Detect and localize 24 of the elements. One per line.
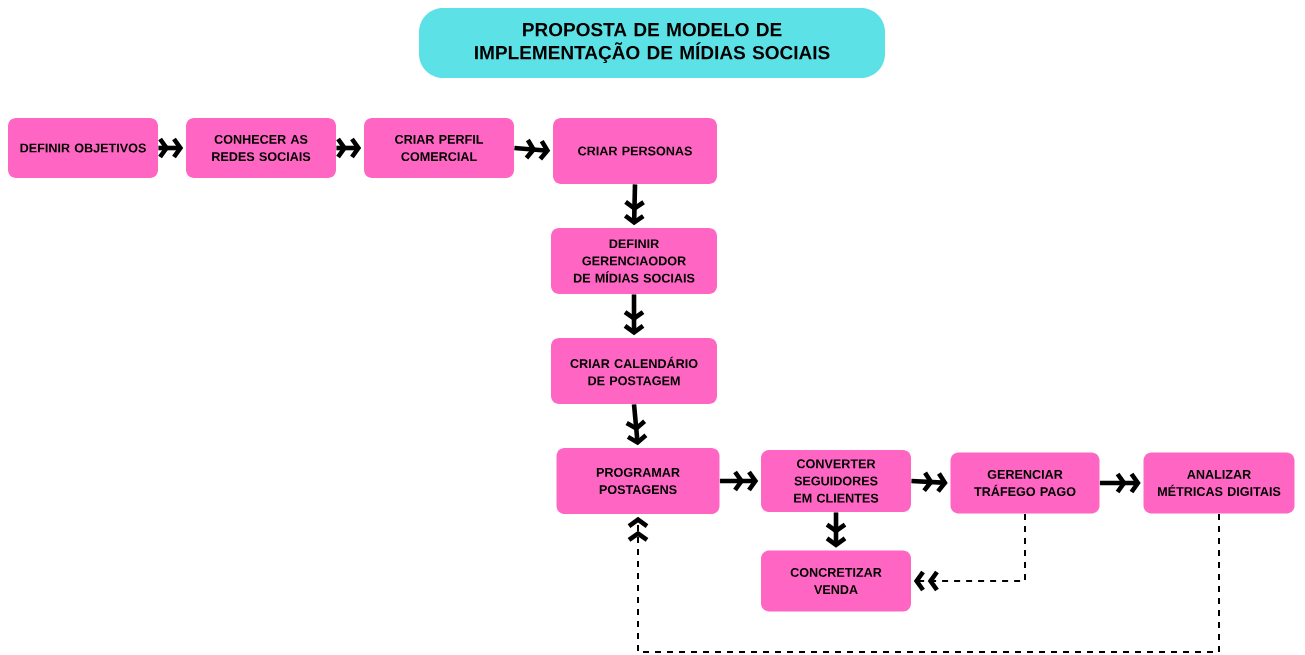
title-box: PROPOSTA DE MODELO DE IMPLEMENTAÇÃO DE MÍDIAS SOCIAIS xyxy=(419,8,885,78)
process-box: PROGRAMAR POSTAGENS xyxy=(556,448,720,514)
arrow xyxy=(623,184,645,226)
arrow xyxy=(627,512,1220,653)
process-box: GERENCIAR TRÁFEGO PAGO xyxy=(950,452,1100,514)
arrow xyxy=(825,512,847,548)
arrow xyxy=(514,138,551,161)
arrow xyxy=(911,471,948,493)
process-box: CRIAR CALENDÁRIO DE POSTAGEM xyxy=(551,338,717,404)
process-box: CONVERTER SEGUIDORES EM CLIENTES xyxy=(761,450,911,512)
arrow xyxy=(913,512,1026,592)
process-box: CRIAR PERSONAS xyxy=(553,118,717,184)
arrow xyxy=(623,294,645,336)
arrow xyxy=(158,137,184,159)
arrow xyxy=(719,470,759,492)
arrow xyxy=(336,137,362,159)
process-box: ANALIZAR MÉTRICAS DIGITAIS xyxy=(1143,452,1295,514)
process-box: DEFINIR OBJETIVOS xyxy=(8,118,158,178)
process-box: DEFINIR GERENCIAODOR DE MÍDIAS SOCIAIS xyxy=(551,228,717,294)
arrow xyxy=(1099,472,1141,494)
arrow xyxy=(625,404,648,446)
process-box: CONCRETIZAR VENDA xyxy=(761,550,911,612)
process-box: CRIAR PERFIL COMERCIAL xyxy=(364,118,514,178)
process-box: CONHECER AS REDES SOCIAIS xyxy=(186,118,336,178)
